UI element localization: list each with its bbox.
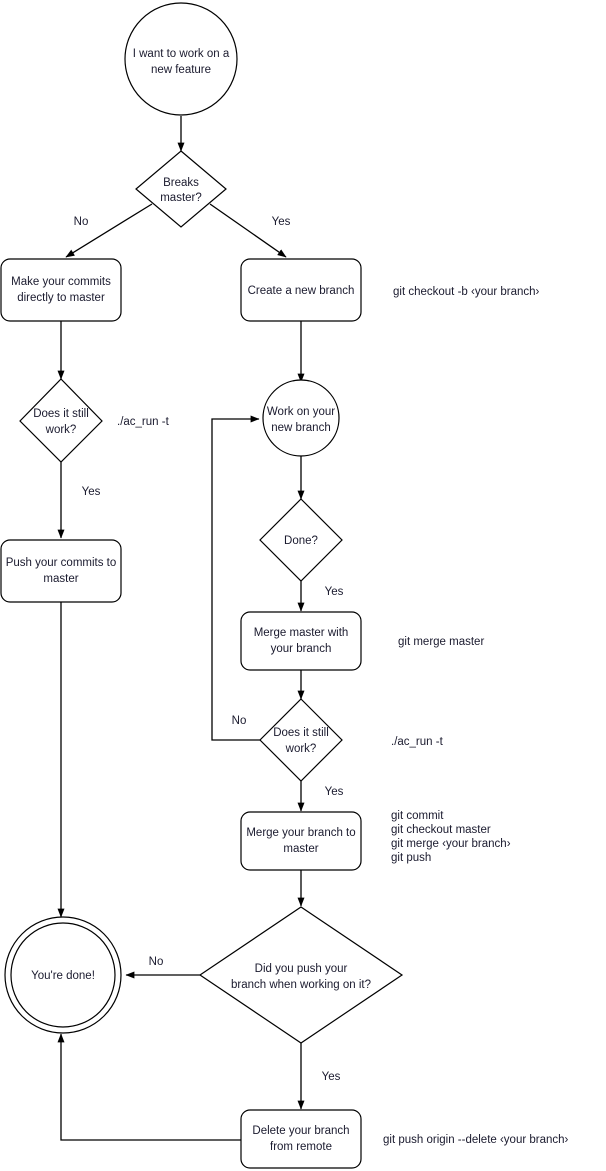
did-you-push-label-line2: branch when working on it? — [231, 979, 371, 991]
right-still-work-diamond-shape — [259, 698, 343, 782]
left-still-work-label-line1: Does it still — [33, 408, 89, 420]
work-on-branch-label-line1: Work on your — [267, 406, 335, 418]
merge-master-label-line1: Merge master with — [254, 627, 349, 639]
start-label-line2: new feature — [151, 64, 211, 76]
edge-breaks-no-to-make-commits — [65, 203, 153, 258]
annotation-ac-run-left: ./ac_run -t — [117, 416, 170, 428]
annotation-merge-cmds-line3: git merge ‹your branch› — [391, 838, 511, 850]
node-done-check[interactable]: Done? — [259, 498, 343, 582]
done-check-diamond-shape — [259, 498, 343, 582]
annotation-merge-cmds-line2: git checkout master — [391, 824, 491, 836]
node-make-commits[interactable]: Make your commits directly to master — [0, 258, 122, 322]
merge-branch-box-shape — [240, 811, 362, 871]
make-commits-label-line2: directly to master — [17, 292, 105, 304]
start-circle-shape — [124, 2, 238, 116]
delete-branch-label-line2: from remote — [270, 1141, 332, 1153]
node-youre-done[interactable]: You're done! — [4, 916, 122, 1034]
node-start[interactable]: I want to work on a new feature — [124, 2, 238, 116]
edge-label-right-work-yes: Yes — [325, 786, 344, 798]
merge-branch-label-line2: master — [283, 843, 318, 855]
annotation-git-merge-master: git merge master — [398, 636, 484, 648]
node-work-on-branch[interactable]: Work on your new branch — [262, 379, 340, 457]
breaks-master-label-line2: master? — [160, 192, 202, 204]
delete-branch-label-line1: Delete your branch — [252, 1125, 349, 1137]
start-label-line1: I want to work on a — [133, 48, 230, 60]
done-check-label-line1: Done? — [284, 535, 318, 547]
annotation-git-checkout-b: git checkout -b ‹your branch› — [393, 286, 540, 298]
did-you-push-label-line1: Did you push your — [255, 963, 348, 975]
right-still-work-label-line1: Does it still — [273, 727, 329, 739]
edge-labels-layer: No Yes Yes Yes No Yes No Yes — [74, 216, 344, 1083]
merge-master-label-line2: your branch — [271, 643, 332, 655]
edge-label-left-work-yes: Yes — [82, 486, 101, 498]
node-did-you-push[interactable]: Did you push your branch when working on… — [198, 906, 404, 1044]
edge-breaks-yes-to-create-branch — [209, 203, 287, 258]
make-commits-box-shape — [0, 258, 122, 322]
create-branch-label-line1: Create a new branch — [248, 285, 355, 297]
edge-still-work-no-loop-to-work-on-branch — [211, 415, 260, 741]
edge-label-done-yes: Yes — [325, 586, 344, 598]
edge-label-push-check-no: No — [149, 956, 164, 968]
edges-layer — [57, 116, 305, 1141]
annotation-merge-cmds-line1: git commit — [391, 810, 444, 822]
left-still-work-diamond-shape — [19, 378, 103, 463]
annotation-ac-run-right: ./ac_run -t — [391, 736, 444, 748]
left-still-work-label-line2: work? — [45, 424, 77, 436]
merge-branch-label-line1: Merge your branch to — [246, 827, 355, 839]
node-merge-master[interactable]: Merge master with your branch — [240, 611, 362, 671]
youre-done-inner-ring — [10, 922, 116, 1028]
merge-master-box-shape — [240, 611, 362, 671]
edge-delete-branch-to-youre-done — [57, 1033, 241, 1141]
youre-done-label: You're done! — [31, 970, 95, 982]
annotation-git-push-origin-delete: git push origin --delete ‹your branch› — [383, 1134, 569, 1146]
node-delete-branch[interactable]: Delete your branch from remote — [240, 1109, 362, 1169]
edge-label-breaks-yes: Yes — [272, 216, 291, 228]
annotations-layer: git checkout -b ‹your branch› ./ac_run -… — [117, 286, 569, 1146]
did-you-push-diamond-shape — [198, 906, 404, 1044]
node-create-branch[interactable]: Create a new branch — [240, 258, 362, 322]
make-commits-label-line1: Make your commits — [11, 276, 111, 288]
node-push-commits[interactable]: Push your commits to master — [0, 539, 122, 603]
node-left-still-work[interactable]: Does it still work? — [19, 378, 103, 463]
edge-label-breaks-no: No — [74, 216, 89, 228]
right-still-work-label-line2: work? — [285, 743, 317, 755]
push-commits-label-line2: master — [43, 573, 78, 585]
push-commits-label-line1: Push your commits to — [6, 557, 117, 569]
create-branch-box-shape — [240, 258, 362, 322]
annotation-merge-cmds-line4: git push — [391, 852, 431, 864]
edge-label-push-check-yes: Yes — [322, 1071, 341, 1083]
delete-branch-box-shape — [240, 1109, 362, 1169]
work-on-branch-circle-shape — [262, 379, 340, 457]
breaks-master-label-line1: Breaks — [163, 177, 199, 189]
node-breaks-master[interactable]: Breaks master? — [135, 150, 227, 228]
node-right-still-work[interactable]: Does it still work? — [259, 698, 343, 782]
push-commits-box-shape — [0, 539, 122, 603]
node-merge-branch[interactable]: Merge your branch to master — [240, 811, 362, 871]
edge-label-right-work-no: No — [232, 715, 247, 727]
work-on-branch-label-line2: new branch — [271, 422, 330, 434]
breaks-master-diamond-shape — [135, 150, 227, 228]
